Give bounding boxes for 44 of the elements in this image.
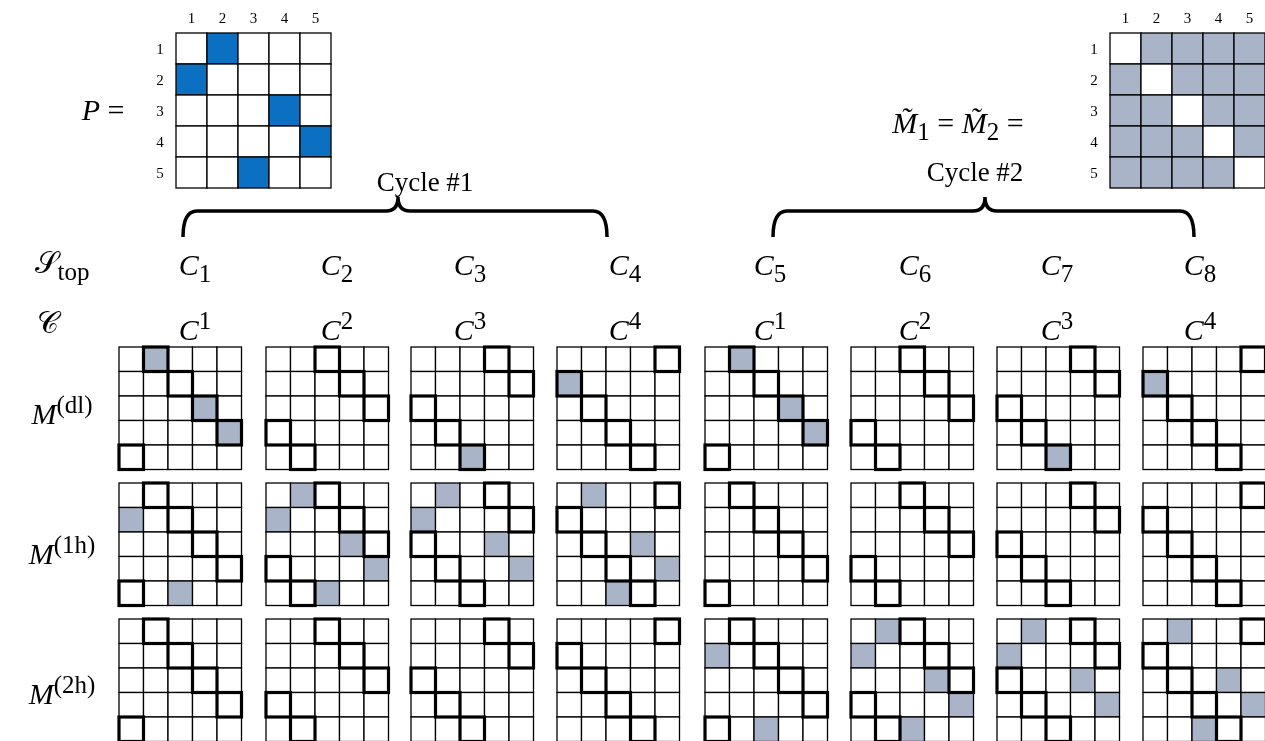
row-label: M$^{(dl)}$ (31, 391, 93, 429)
column-number: 3 (1183, 10, 1192, 26)
row-number: 1 (156, 41, 164, 56)
matrix-symbol: C$_{6}$ (898, 250, 932, 286)
matrix-symbol: C$_{5}$ (753, 250, 787, 286)
column-number: 2 (218, 10, 227, 26)
matrix-symbol: C$^{2}$ (898, 307, 932, 345)
row-number: 2 (1090, 72, 1098, 87)
cycle-label: Cycle #1 (376, 168, 474, 196)
matrix-symbol: C$^{2}$ (320, 307, 354, 345)
column-number: 5 (1245, 10, 1254, 26)
row-label: M$^{(1h)}$ (28, 531, 96, 569)
matrix-label: P = (81, 95, 125, 125)
column-number: 4 (280, 10, 289, 26)
cycle-label: Cycle #2 (926, 158, 1024, 186)
column-number: 2 (1152, 10, 1161, 26)
row-number: 5 (156, 165, 164, 180)
row-number: 3 (1090, 103, 1098, 118)
matrix-symbol: C$^{3}$ (453, 307, 487, 345)
row-label: 𝒮$_{top}$ (34, 248, 90, 284)
matrix-symbol: C$_{3}$ (453, 250, 487, 286)
column-number: 3 (249, 10, 258, 26)
column-number: 1 (1121, 10, 1130, 26)
matrix-symbol: C$_{4}$ (608, 250, 642, 286)
column-number: 1 (187, 10, 196, 26)
column-number: 5 (311, 10, 320, 26)
row-number: 2 (156, 72, 164, 87)
matrix-symbol: C$_{2}$ (320, 250, 354, 286)
matrix-symbol: C$_{8}$ (1183, 250, 1217, 286)
row-number: 1 (1090, 41, 1098, 56)
matrix-symbol: C$^{4}$ (1183, 307, 1217, 345)
matrix-label: M̃$_{1}$ = M̃$_{2}$ = (892, 108, 1024, 144)
row-label: M$^{(2h)}$ (28, 671, 96, 709)
matrix-symbol: C$^{1}$ (178, 307, 212, 345)
row-number: 4 (1090, 134, 1098, 149)
column-number: 4 (1214, 10, 1223, 26)
matrix-symbol: C$^{1}$ (753, 307, 787, 345)
row-number: 5 (1090, 165, 1098, 180)
row-number: 3 (156, 103, 164, 118)
matrix-symbol: C$_{1}$ (178, 250, 212, 286)
row-number: 4 (156, 134, 164, 149)
matrix-symbol: C$_{7}$ (1040, 250, 1074, 286)
matrix-symbol: C$^{4}$ (608, 307, 642, 345)
matrix-symbol: C$^{3}$ (1040, 307, 1074, 345)
